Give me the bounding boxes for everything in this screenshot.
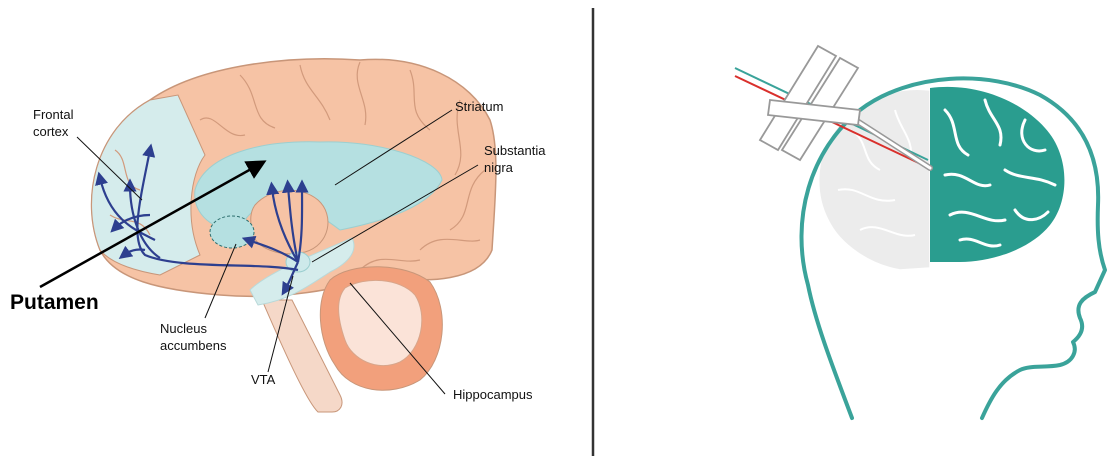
label-putamen: Putamen	[10, 291, 99, 314]
label-frontal-line1: Frontal	[33, 107, 74, 122]
head-probe-illustration	[735, 46, 1105, 418]
label-vta: VTA	[251, 372, 276, 387]
label-frontal-line2: cortex	[33, 124, 69, 139]
nucleus-accumbens	[210, 216, 254, 248]
label-hippocampus: Hippocampus	[453, 387, 533, 402]
label-substantia-line2: nigra	[484, 160, 514, 175]
label-nucleus-line2: accumbens	[160, 338, 227, 353]
label-striatum: Striatum	[455, 99, 503, 114]
label-substantia-line1: Substantia	[484, 143, 546, 158]
label-nucleus-line1: Nucleus	[160, 321, 207, 336]
brain-diagram: Frontal cortex Striatum Substantia nigra…	[10, 59, 546, 412]
